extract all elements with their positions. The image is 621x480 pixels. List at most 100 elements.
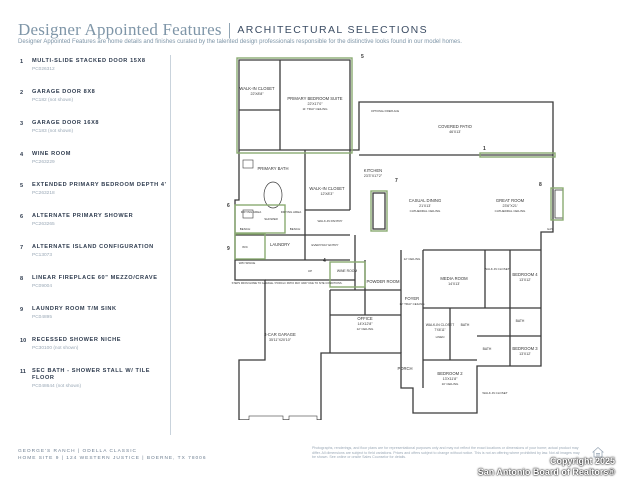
feature-code: PC263265 [32, 222, 55, 227]
copyright-line: Copyright 2025 [549, 456, 615, 466]
room-walkin-closet-3: WALK-IN CLOSET [484, 267, 509, 271]
marker-1: 1 [483, 146, 486, 152]
room-covered-patio: COVERED PATIO [438, 124, 473, 129]
room-kitchen-dim: 23'3"X17'2" [364, 174, 383, 178]
disclaimer: Photographs, renderings, and floor plans… [312, 446, 580, 459]
title-divider: | [227, 20, 232, 39]
room-wd-space: W/D SPACE [239, 261, 256, 265]
feature-code: PC263218 [32, 191, 55, 196]
feature-number: 3 [20, 121, 24, 127]
room-bedroom-3: BEDROOM 3 [512, 346, 538, 351]
marker-8: 8 [539, 182, 542, 188]
room-primary-suite-note: 11' TRAY CEILING [302, 107, 328, 111]
footer-address: GEORGE'S RANCH | ODELLA CLASSIC HOME SIT… [18, 448, 207, 462]
marker-9: 9 [227, 246, 230, 252]
room-bath: BATH [461, 323, 470, 327]
room-walkin-closet-dim: 22'X8'8" [250, 92, 264, 96]
floor-plan-drawing: 5 1 7 8 6 9 4 WALK-IN CLOSET 22'X8'8" PR… [227, 54, 564, 423]
highlight-patio-door [479, 152, 556, 158]
gas-label: GAS [547, 227, 553, 231]
feature-number: 9 [20, 307, 24, 313]
feature-highlights [234, 57, 564, 288]
feature-code: PC183 (not shown) [32, 129, 74, 134]
room-casual-dining: CASUAL DINING [409, 198, 441, 203]
feature-number: 11 [20, 369, 26, 375]
sink-icon [242, 159, 254, 169]
floor-plan: 5 1 7 8 6 9 4 WALK-IN CLOSET 22'X8'8" PR… [225, 50, 565, 423]
room-powder-room: POWDER ROOM [366, 279, 400, 284]
feature-code: PC026312 [32, 67, 55, 72]
feature-label-text: WINE ROOM [32, 151, 71, 157]
feature-label-text: LINEAR FIREPLACE 60" MEZZO/CRAVE [32, 275, 158, 281]
feature-code: PC048644 (not shown) [32, 384, 82, 389]
feature-label-text: EXTENDED PRIMARY BEDROOM DEPTH 4' [32, 182, 167, 188]
room-foyer-note: 12' TRAY CEILING [399, 302, 425, 306]
feature-code: PC04895 [32, 315, 53, 320]
room-covered-patio-dim: 46'X13' [449, 130, 461, 134]
room-bedroom-4-dim: 13'X12' [519, 278, 531, 282]
room-garage: 3-CAR GARAGE [264, 332, 296, 337]
feature-number: 4 [20, 152, 24, 158]
room-drying-area: DRYING AREA [241, 210, 261, 214]
feature-code: PC13073 [32, 253, 53, 258]
fireplace-note: OPTIONAL FIREPLACE [371, 109, 399, 113]
feature-code: PC30100 (not shown) [32, 346, 79, 351]
room-linen: LINEN [436, 335, 445, 339]
garage-door-icon [248, 415, 284, 423]
room-walkin-pantry: WALK-IN PANTRY [317, 219, 342, 223]
marker-4: 4 [323, 258, 326, 264]
copyright-watermark: Copyright 2025 San Antonio Board of Real… [478, 456, 615, 478]
room-great-room-dim: 23'6"X21' [502, 204, 517, 208]
room-bath-3: BATH [483, 347, 492, 351]
room-drying-area-2: DRYING AREA [281, 210, 301, 214]
feature-number: 10 [20, 338, 27, 344]
marker-7: 7 [395, 178, 398, 184]
room-great-room: GREAT ROOM [496, 198, 525, 203]
room-garage-dim: 35'11"X20'10" [269, 338, 292, 342]
room-primary-suite: PRIMARY BEDROOM SUITE [287, 96, 342, 101]
room-bedroom-2: BEDROOM 2 [437, 371, 463, 376]
highlight-wine-room [329, 261, 366, 288]
address-line: HOME SITE 9 | 124 WESTERN JUSTICE | BOER… [18, 456, 207, 461]
room-ceiling-12: 12' CEILING [404, 257, 421, 261]
room-bedroom-2-note: 10' CEILING [442, 382, 459, 386]
equal-housing-icon [592, 446, 604, 458]
room-walkin-closet: WALK-IN CLOSET [239, 86, 275, 91]
room-bench: BENCH [240, 227, 251, 231]
feature-number: 8 [20, 276, 24, 282]
room-bedroom-2-dim: 13'X11'8" [443, 377, 458, 381]
highlight-laundry-sink [234, 233, 266, 260]
room-office-dim: 14'X12'8" [357, 322, 373, 326]
garage-door-icon [288, 415, 318, 423]
page-title: Designer Appointed Features | ARCHITECTURA… [18, 20, 428, 40]
title-text: Designer Appointed Features [18, 20, 222, 39]
feature-number: 1 [20, 59, 24, 65]
room-office-note: 12' CEILING [357, 327, 374, 331]
room-porch: PORCH [397, 366, 412, 371]
highlight-primary-suite [236, 57, 353, 154]
room-bedroom-4: BEDROOM 4 [512, 272, 538, 277]
room-walkin-closet-4-dim: 7'X6'11" [434, 328, 445, 332]
feature-number: 2 [20, 90, 24, 96]
feature-number: 5 [20, 183, 24, 189]
room-kitchen: KITCHEN [364, 168, 382, 173]
room-wine-room: WINE ROOM [337, 269, 358, 273]
room-walkin-closet-2-dim: 12'X8'3" [320, 192, 334, 196]
room-walkin-closet-4: WALK-IN CLOSET [426, 323, 455, 327]
stair-up-label: UP [308, 269, 312, 273]
room-bedroom-3-dim: 13'X12' [519, 352, 531, 356]
subtitle: ARCHITECTURAL SELECTIONS [237, 24, 429, 36]
room-bath-2: BATH [516, 319, 525, 323]
